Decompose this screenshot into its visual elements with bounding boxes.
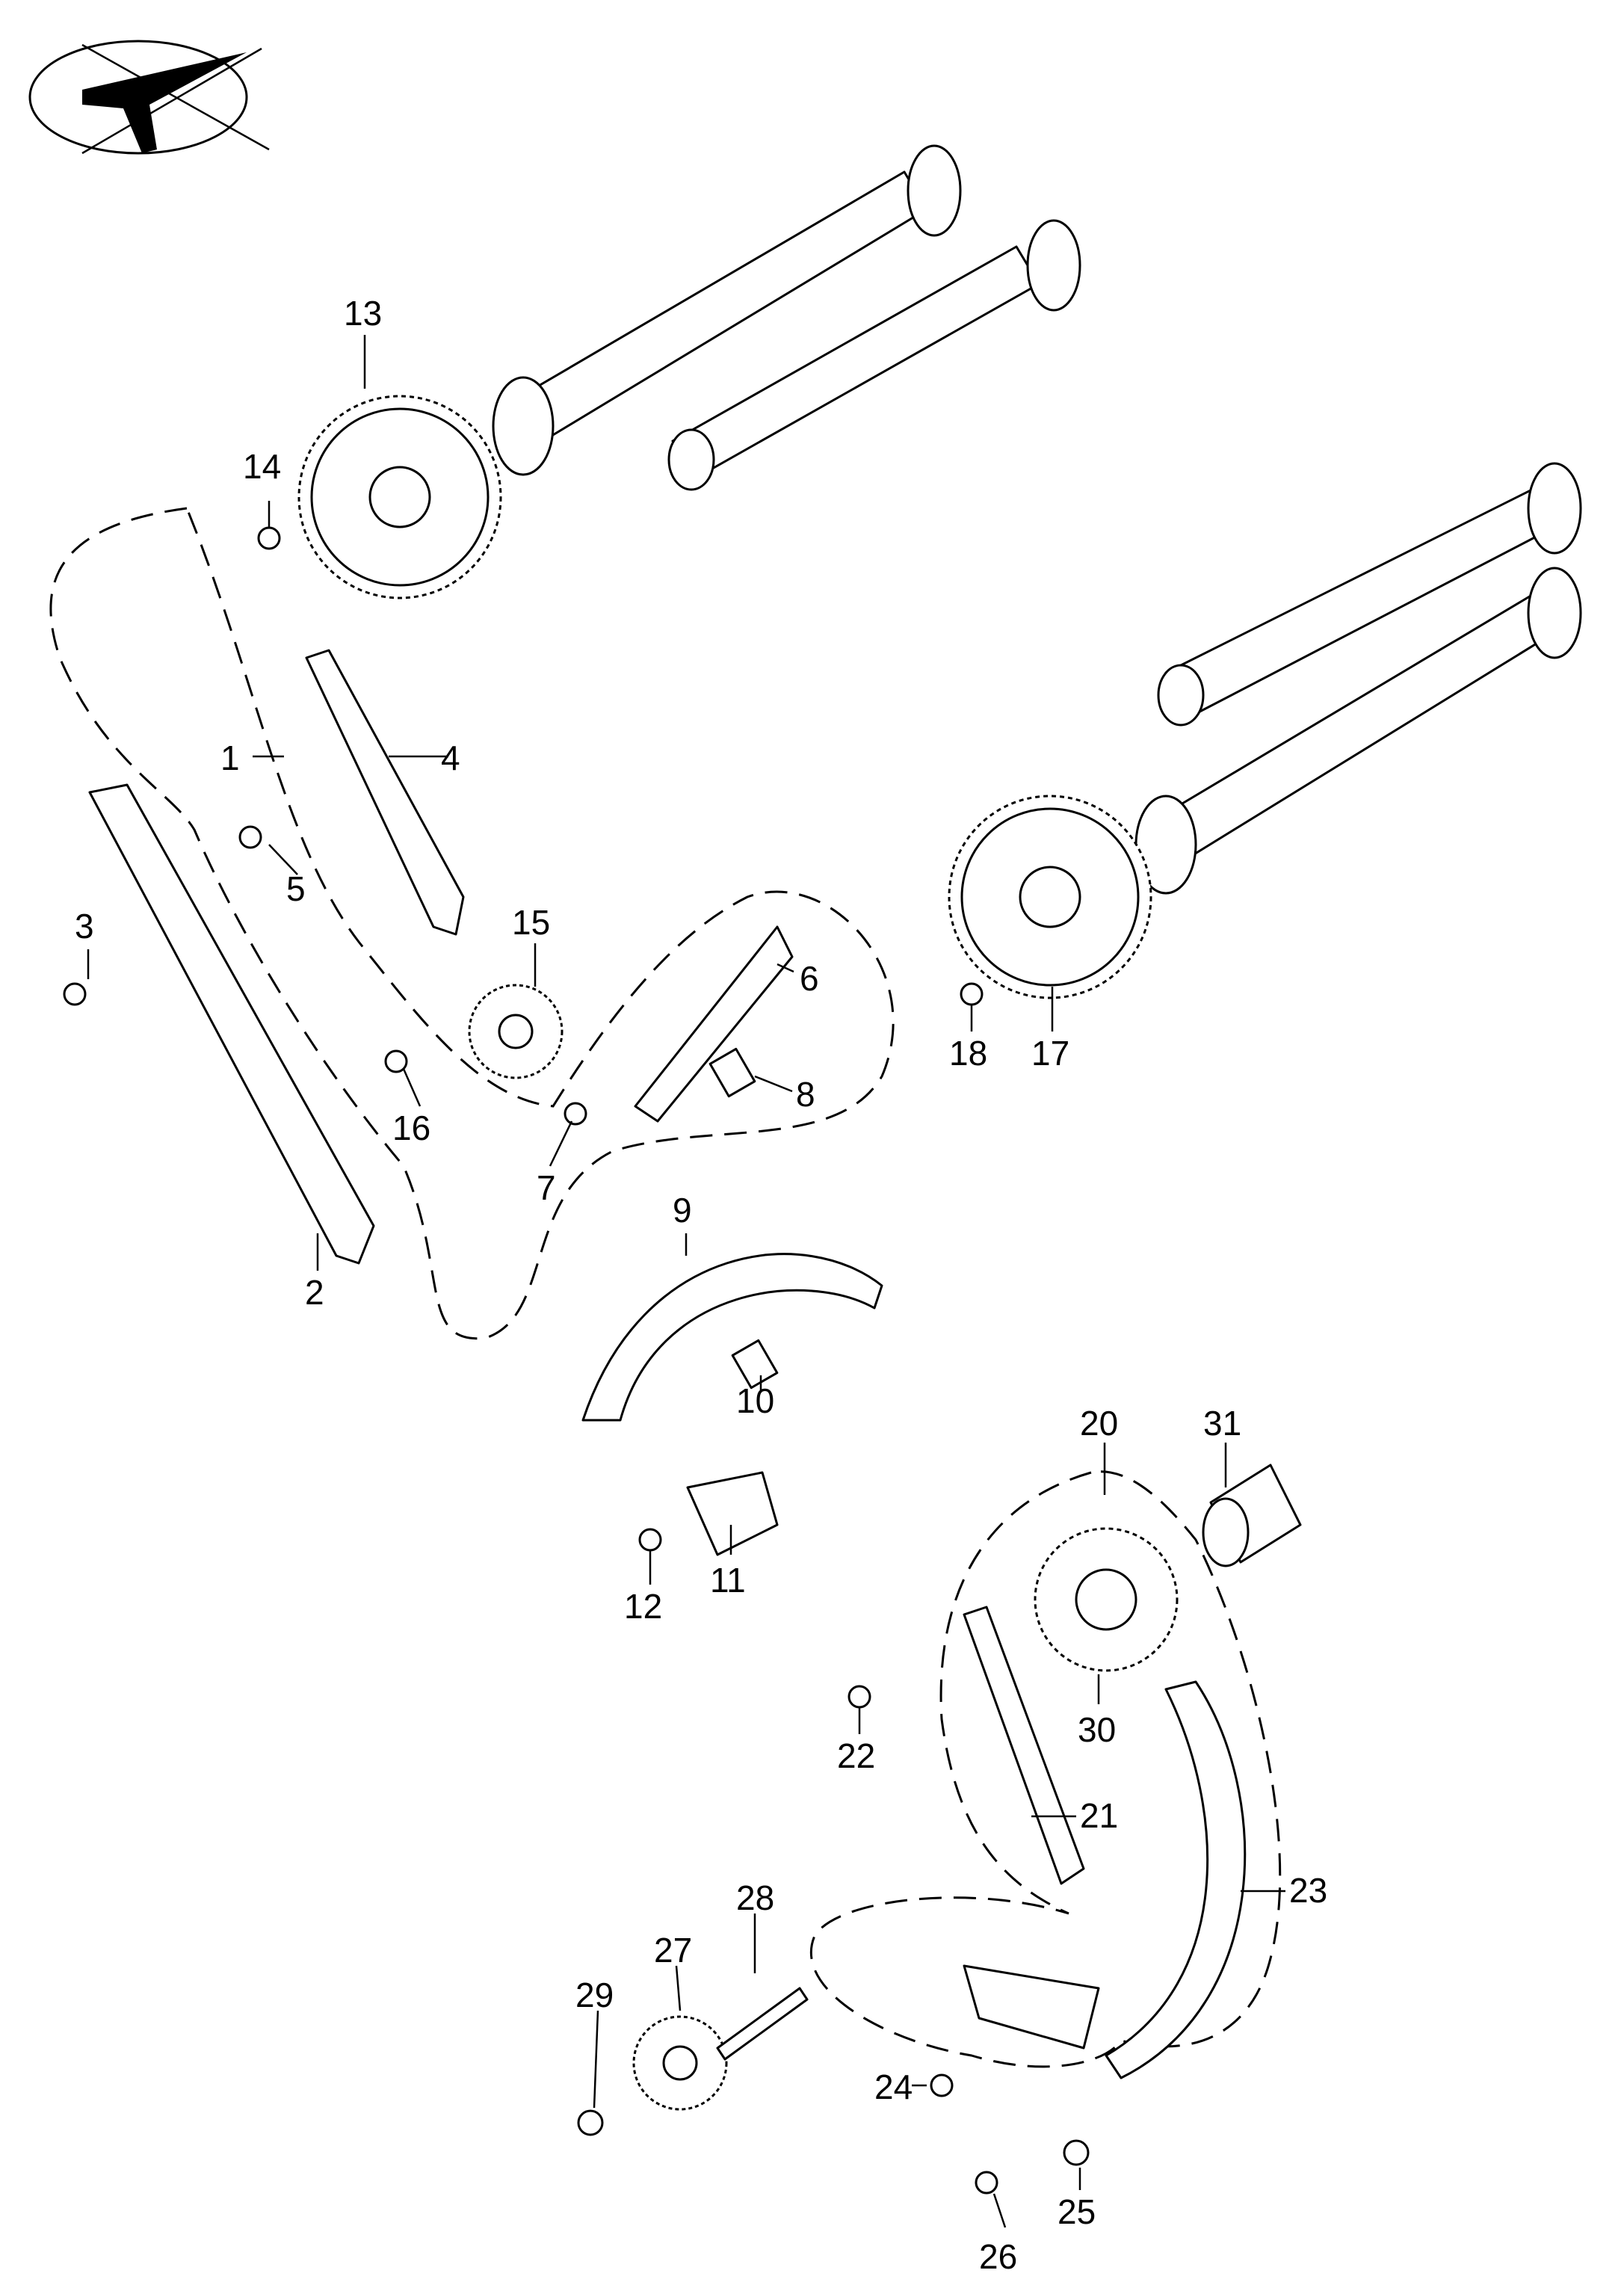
camshaft-sprocket-17: [948, 795, 1152, 999]
crankshaft-sprocket-30: [1034, 1527, 1179, 1672]
direction-arrow-icon: [28, 40, 270, 155]
fasteners: [63, 526, 1090, 2195]
lower-chain-path: [809, 1470, 1282, 2068]
camshaft-sprocket-13: [297, 395, 502, 599]
callout-31[interactable]: 31: [1203, 1404, 1241, 1443]
gear-wheel-31: [1202, 1464, 1302, 1567]
callout-27[interactable]: 27: [654, 1931, 692, 1970]
callout-5[interactable]: 5: [286, 869, 306, 908]
tensioner-rail-6: [634, 925, 794, 1123]
callout-28[interactable]: 28: [736, 1878, 774, 1917]
tensioner-rail-lower-23: [1105, 1680, 1247, 2079]
guide-rail-left-2: [88, 783, 375, 1265]
callout-16[interactable]: 16: [392, 1108, 430, 1147]
callout-6[interactable]: 6: [800, 959, 819, 998]
callout-11[interactable]: 11: [710, 1561, 746, 1600]
camshaft-pair-upper: [492, 144, 1081, 491]
callout-3[interactable]: 3: [75, 907, 94, 946]
camshaft-pair-lower: [1134, 462, 1582, 895]
upper-chain-path: [49, 507, 895, 1340]
callout-12[interactable]: 12: [624, 1587, 662, 1626]
callout-22[interactable]: 22: [837, 1736, 875, 1775]
callout-15[interactable]: 15: [512, 903, 550, 942]
callout-21[interactable]: 21: [1080, 1796, 1118, 1835]
callout-leaders: [87, 335, 1285, 2228]
guide-rail-lower-21: [963, 1606, 1085, 1885]
callout-2[interactable]: 2: [305, 1273, 324, 1312]
guide-rail-upper-4: [305, 649, 465, 936]
callout-26[interactable]: 26: [979, 2237, 1017, 2276]
callout-1[interactable]: 1: [220, 738, 240, 777]
callout-9[interactable]: 9: [673, 1191, 692, 1230]
chain-tensioner-11: [686, 1471, 779, 1556]
callout-23[interactable]: 23: [1289, 1871, 1327, 1910]
callout-8[interactable]: 8: [796, 1075, 815, 1114]
callout-13[interactable]: 13: [344, 294, 382, 333]
idler-sprocket-15: [468, 984, 564, 1079]
callout-25[interactable]: 25: [1058, 2192, 1096, 2231]
tensioner-rail-9: [581, 1253, 883, 1422]
callout-20[interactable]: 20: [1080, 1404, 1118, 1443]
callout-18[interactable]: 18: [949, 1034, 987, 1073]
oil-pump-sprocket-27: [632, 2015, 728, 2111]
callout-29[interactable]: 29: [575, 1976, 614, 2014]
callout-10[interactable]: 10: [736, 1381, 774, 1420]
callout-17[interactable]: 17: [1031, 1034, 1069, 1073]
callout-24[interactable]: 24: [874, 2067, 913, 2106]
callout-7[interactable]: 7: [537, 1168, 556, 1207]
callout-labels: 13 14 1 4 5 3 15 6 16 8 7 2 9 10 11 12 1…: [75, 294, 1327, 2276]
callout-14[interactable]: 14: [243, 447, 281, 486]
guide-block-24: [963, 1964, 1100, 2050]
callout-4[interactable]: 4: [441, 738, 460, 777]
callout-30[interactable]: 30: [1078, 1710, 1116, 1749]
